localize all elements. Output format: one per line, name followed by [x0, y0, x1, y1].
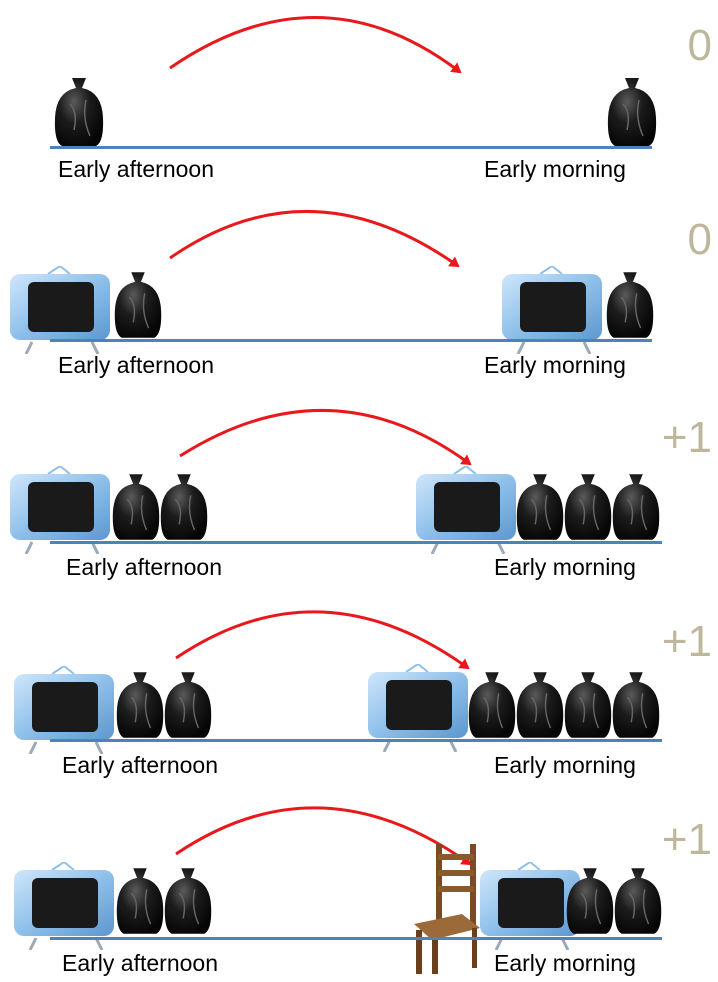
panel-3: Early afternoon Early morning +1	[0, 396, 718, 596]
garbage-bag-icon	[468, 672, 516, 738]
transition-arrow	[169, 209, 460, 268]
transition-arrow	[179, 408, 472, 466]
right-time-label: Early morning	[484, 156, 626, 182]
score-value: 0	[687, 21, 712, 70]
timeline-baseline	[50, 146, 652, 149]
panel-2: Early afternoon Early morning 0	[0, 196, 718, 396]
television-icon	[416, 466, 516, 554]
garbage-bag-icon	[164, 672, 212, 738]
television-icon	[480, 862, 580, 950]
garbage-bag-icon	[116, 868, 164, 934]
garbage-bag-icon	[614, 868, 662, 934]
timeline-baseline	[50, 541, 662, 544]
garbage-bag-icon	[607, 78, 657, 146]
television-icon	[10, 466, 110, 554]
garbage-bag-icon	[606, 272, 654, 338]
garbage-bag-icon	[112, 474, 160, 540]
left-time-label: Early afternoon	[66, 554, 222, 580]
garbage-bag-icon	[612, 672, 660, 738]
right-time-label: Early morning	[484, 352, 626, 378]
left-time-label: Early afternoon	[58, 156, 214, 182]
right-time-label: Early morning	[494, 554, 636, 580]
garbage-bag-icon	[116, 672, 164, 738]
transition-arrow	[169, 16, 462, 74]
television-icon	[14, 862, 114, 950]
chair-icon	[414, 844, 480, 974]
garbage-bag-icon	[114, 272, 162, 338]
garbage-bag-icon	[160, 474, 208, 540]
television-icon	[368, 664, 468, 752]
left-time-label: Early afternoon	[58, 352, 214, 378]
left-time-label: Early afternoon	[62, 950, 218, 976]
right-time-label: Early morning	[494, 950, 636, 976]
panel-5: Early afternoon Early morning +1	[0, 792, 718, 982]
panel-1: Early afternoon Early morning 0	[0, 0, 718, 196]
timeline-baseline	[50, 937, 662, 940]
score-value: +1	[661, 815, 712, 864]
panel-4: Early afternoon Early morning +1	[0, 596, 718, 792]
garbage-bag-icon	[564, 672, 612, 738]
garbage-bag-icon	[566, 868, 614, 934]
garbage-bag-icon	[54, 78, 104, 146]
transition-arrow	[175, 806, 472, 866]
garbage-bag-icon	[516, 672, 564, 738]
transition-arrow	[175, 610, 470, 670]
timeline-baseline	[50, 739, 662, 742]
score-value: +1	[661, 617, 712, 666]
television-icon	[10, 266, 110, 354]
score-value: +1	[661, 413, 712, 462]
television-icon	[14, 666, 114, 754]
garbage-bag-icon	[516, 474, 564, 540]
garbage-bag-icon	[164, 868, 212, 934]
left-time-label: Early afternoon	[62, 752, 218, 778]
score-value: 0	[687, 215, 712, 264]
timeline-baseline	[50, 339, 652, 342]
television-icon	[502, 266, 602, 354]
garbage-bag-icon	[564, 474, 612, 540]
right-time-label: Early morning	[494, 752, 636, 778]
garbage-bag-icon	[612, 474, 660, 540]
